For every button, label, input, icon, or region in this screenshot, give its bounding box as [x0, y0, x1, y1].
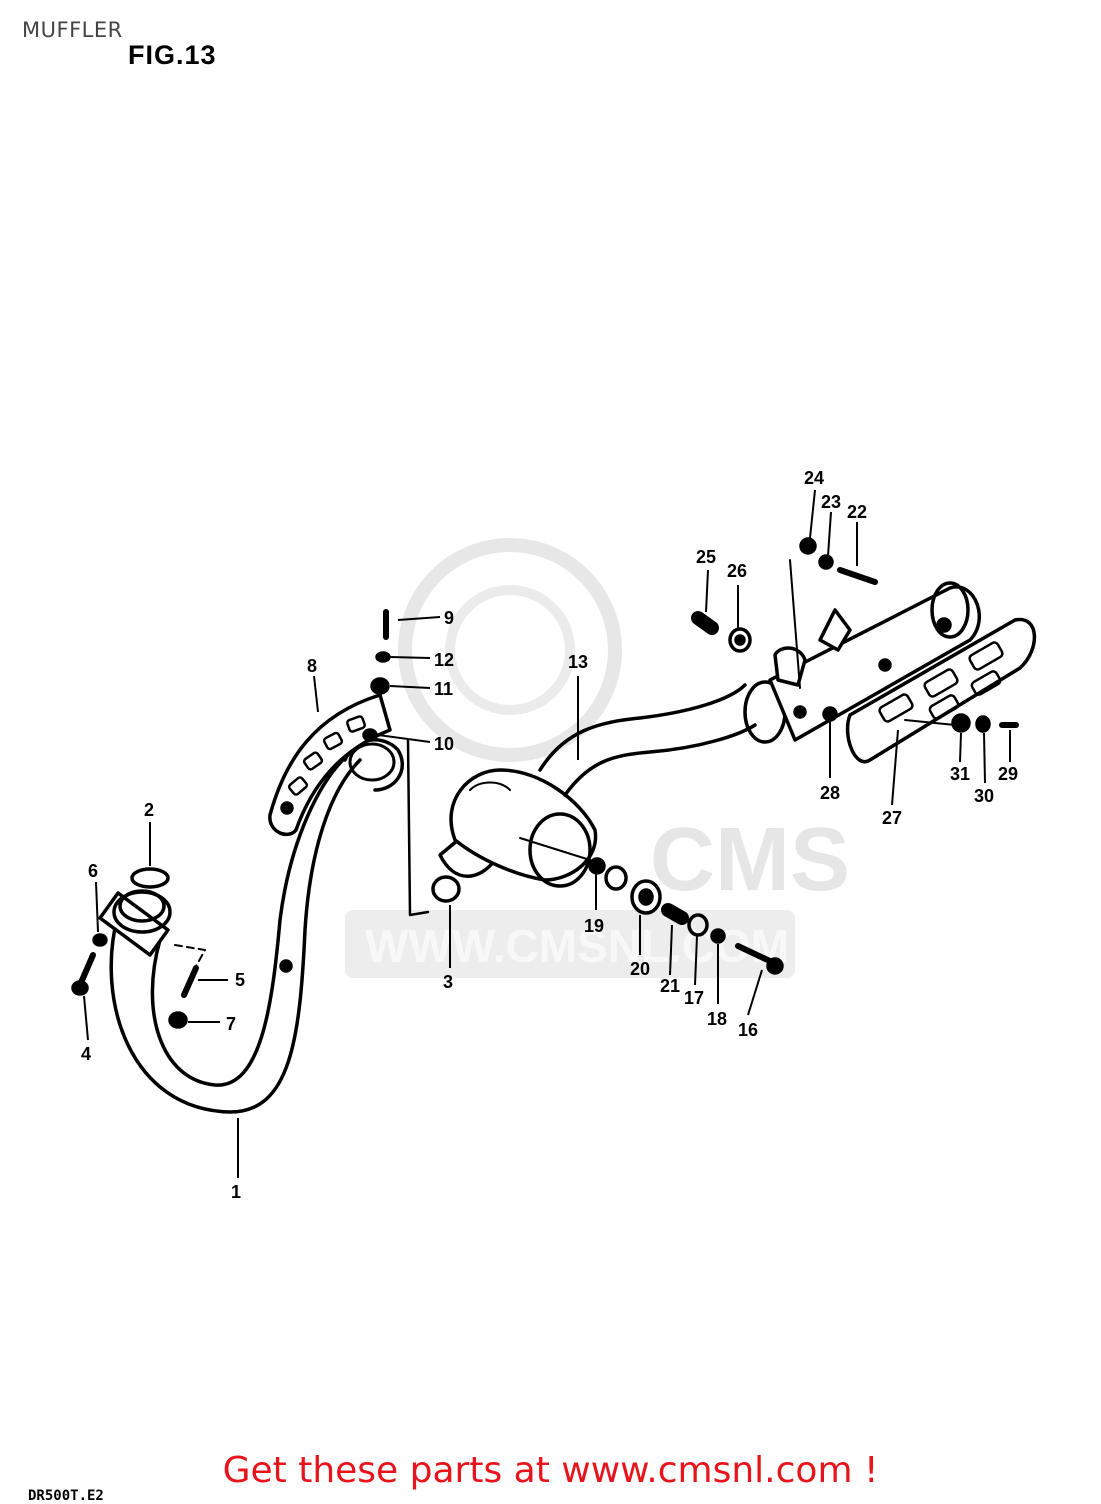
grommet-icon — [728, 627, 752, 653]
callout-1: 1 — [231, 1182, 241, 1202]
callout-28: 28 — [820, 783, 840, 803]
washer-icon — [588, 857, 606, 875]
callout-4: 4 — [81, 1044, 91, 1064]
washer-icon — [92, 933, 108, 947]
bolt-icon — [837, 567, 878, 585]
nut-icon — [710, 928, 726, 944]
clamp-icon — [818, 608, 852, 652]
washer-icon — [687, 913, 709, 937]
connector-seal-icon — [431, 875, 461, 903]
spacer-icon — [370, 677, 390, 695]
callout-26: 26 — [727, 561, 747, 581]
callout-25: 25 — [696, 547, 716, 567]
callout-17: 17 — [684, 988, 704, 1008]
page-title: MUFFLER — [22, 18, 123, 42]
callout-29: 29 — [998, 764, 1018, 784]
washer-icon — [818, 554, 834, 570]
watermark-url: WWW.CMSNL.COM — [365, 920, 789, 972]
stud-icon — [181, 965, 199, 998]
exhaust-flange — [98, 889, 172, 957]
get-parts-link[interactable]: Get these parts at www.cmsnl.com ! — [222, 1450, 879, 1491]
grommet-icon — [630, 879, 662, 915]
watermark-brand: CMS — [650, 810, 850, 910]
callouts: 1 2 3 4 5 6 7 8 9 10 11 12 13 16 17 18 1… — [81, 468, 1018, 1202]
bolt-icon — [71, 952, 96, 996]
washer-icon — [975, 715, 991, 733]
watermark: CMS WWW.CMSNL.COM — [345, 538, 850, 978]
callout-7: 7 — [226, 1014, 236, 1034]
leader-lines — [83, 489, 1011, 1178]
callout-24: 24 — [804, 468, 824, 488]
callout-5: 5 — [235, 970, 245, 990]
callout-8: 8 — [307, 656, 317, 676]
silencer-bracket — [773, 646, 807, 687]
callout-6: 6 — [88, 861, 98, 881]
callout-12: 12 — [434, 650, 454, 670]
damper-icon — [362, 728, 378, 742]
pipe-protector — [268, 693, 392, 837]
figure-label: FIG.13 — [128, 40, 217, 70]
callout-9: 9 — [444, 608, 454, 628]
nut-icon — [822, 706, 838, 722]
callout-16: 16 — [738, 1020, 758, 1040]
callout-23: 23 — [821, 492, 841, 512]
nut-icon — [168, 1011, 188, 1029]
callout-10: 10 — [434, 734, 454, 754]
exhaust-pipe — [109, 738, 404, 1114]
callout-11: 11 — [434, 679, 453, 699]
callout-21: 21 — [660, 976, 680, 996]
callout-22: 22 — [847, 502, 867, 522]
diagram-reference-code: DR500T.E2 — [28, 1488, 104, 1504]
washer-icon — [375, 651, 391, 663]
chamber-body — [438, 768, 598, 888]
silencer-body — [768, 581, 981, 742]
callout-30: 30 — [974, 786, 994, 806]
bolt-icon — [735, 943, 775, 965]
silencer-protector — [845, 617, 1037, 764]
callout-27: 27 — [882, 808, 902, 828]
spacer-icon — [604, 865, 628, 891]
spacer-icon — [951, 713, 971, 733]
callout-31: 31 — [950, 764, 970, 784]
callout-19: 19 — [584, 916, 604, 936]
spacer-icon — [799, 537, 817, 555]
callout-20: 20 — [630, 959, 650, 979]
callout-3: 3 — [443, 972, 453, 992]
collar-icon — [661, 903, 689, 925]
callout-2: 2 — [144, 800, 154, 820]
collar-icon — [691, 611, 719, 635]
callout-18: 18 — [707, 1009, 727, 1029]
callout-13: 13 — [568, 652, 588, 672]
gasket-icon — [130, 867, 170, 889]
